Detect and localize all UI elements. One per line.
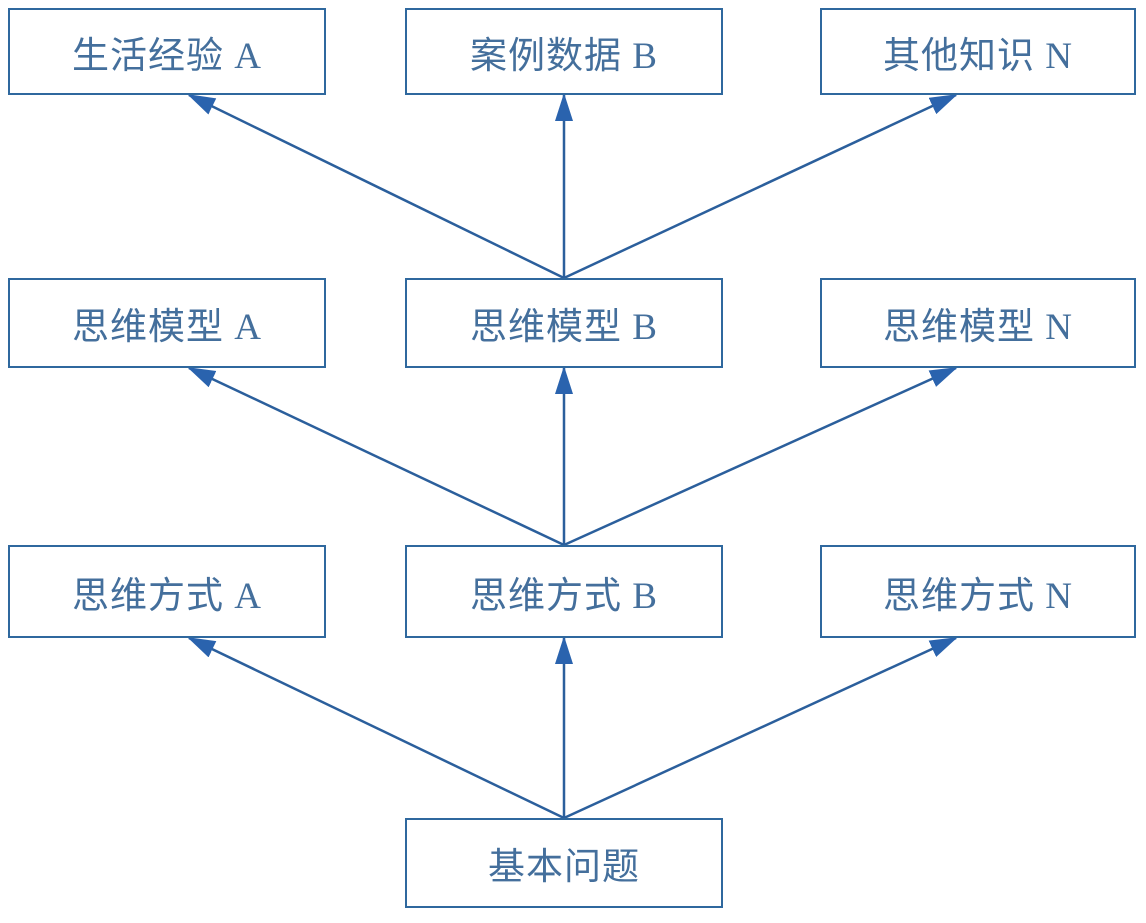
edge-way-b-to-model-n	[563, 366, 958, 547]
node-label: 思维模型 N	[883, 307, 1073, 348]
node-label: 思维方式 B	[470, 575, 658, 617]
node-way-n: 思维方式 N	[820, 545, 1136, 638]
node-way-a: 思维方式 A	[8, 545, 326, 638]
node-label: 生活经验 A	[72, 35, 262, 77]
node-label: 思维方式 N	[883, 575, 1073, 617]
node-other-knowledge-n: 其他知识 N	[820, 8, 1136, 95]
node-model-a: 思维模型 A	[8, 278, 326, 368]
edge-model-b-to-experience-a	[187, 93, 565, 280]
node-experience-a: 生活经验 A	[8, 8, 326, 95]
edge-way-b-to-model-a	[187, 366, 565, 547]
edge-basic-question-to-way-n	[563, 636, 958, 820]
node-way-b: 思维方式 B	[405, 545, 723, 638]
node-label: 其他知识 N	[883, 35, 1073, 77]
node-model-n: 思维模型 N	[820, 278, 1136, 368]
node-label: 思维方式 A	[72, 575, 262, 617]
node-case-data-b: 案例数据 B	[405, 8, 723, 95]
node-label: 思维模型 B	[470, 307, 658, 348]
node-label: 案例数据 B	[470, 35, 658, 77]
node-label: 思维模型 A	[72, 307, 262, 348]
node-label: 基本问题	[488, 847, 640, 888]
edge-basic-question-to-way-a	[187, 636, 565, 820]
node-basic-question: 基本问题	[405, 818, 723, 908]
edge-model-b-to-other-knowledge-n	[563, 93, 958, 280]
node-model-b: 思维模型 B	[405, 278, 723, 368]
